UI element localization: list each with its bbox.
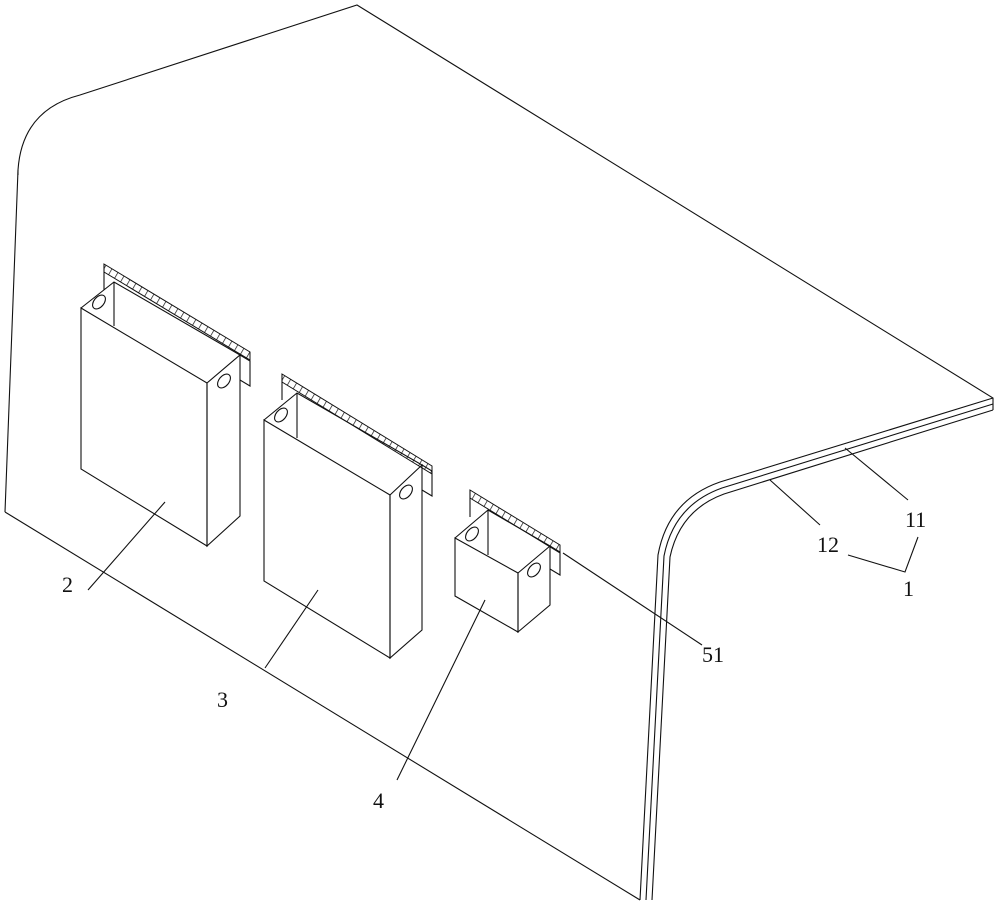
- box-2: [80, 263, 251, 548]
- box-4: [454, 489, 561, 634]
- label-2: 2: [62, 572, 73, 597]
- leader-lines: [87, 447, 919, 781]
- label-12: 12: [817, 532, 839, 557]
- label-51: 51: [702, 642, 724, 667]
- label-4: 4: [373, 788, 384, 813]
- box-3: [263, 373, 433, 660]
- label-3: 3: [217, 687, 228, 712]
- label-11: 11: [905, 507, 926, 532]
- label-1: 1: [903, 576, 914, 601]
- panel-1: [4, 4, 994, 901]
